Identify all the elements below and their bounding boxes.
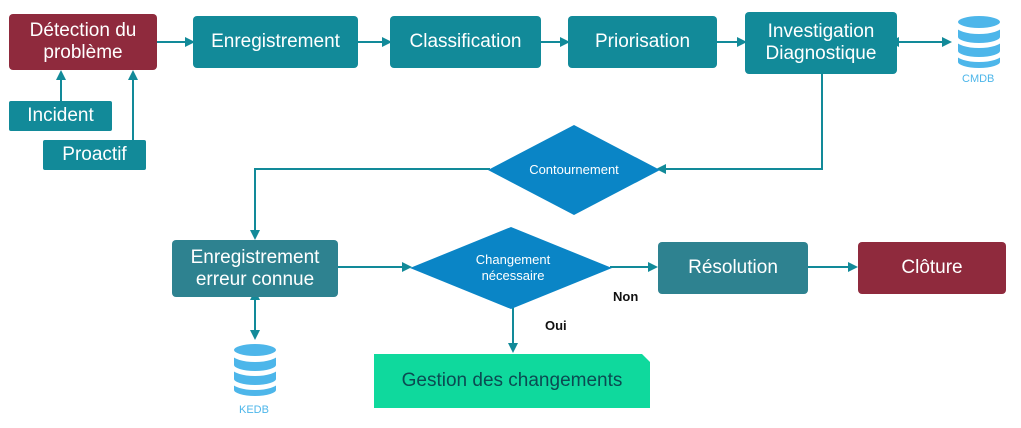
node-enregistrement-label: Enregistrement: [211, 31, 340, 52]
decision-changement-label: Changement nécessaire: [475, 252, 551, 283]
node-priorisation[interactable]: Priorisation: [568, 16, 717, 68]
node-enregistrement-erreur[interactable]: Enregistrement erreur connue: [172, 240, 338, 297]
cmdb-label: CMDB: [962, 73, 995, 85]
node-investigation-label: Investigation Diagnostique: [765, 21, 877, 64]
edge-label-oui: Oui: [545, 318, 567, 333]
arrow-contournement-erreur: [250, 168, 490, 240]
decision-contournement[interactable]: [488, 125, 660, 215]
node-gestion-label: Gestion des changements: [401, 370, 623, 391]
decision-changement[interactable]: [410, 227, 612, 309]
node-incident-label: Incident: [27, 105, 94, 126]
node-detection[interactable]: Détection du problème: [9, 14, 157, 70]
node-resolution-label: Résolution: [688, 257, 778, 278]
kedb-label: KEDB: [239, 404, 269, 416]
node-gestion[interactable]: Gestion des changements: [374, 354, 650, 408]
kedb-database-icon: [232, 342, 278, 398]
arrow-investigation-contournement: [656, 74, 823, 174]
node-proactif[interactable]: Proactif: [43, 140, 146, 170]
decision-contournement-label: Contournement: [529, 162, 619, 177]
node-enregistrement-erreur-label: Enregistrement erreur connue: [190, 246, 320, 290]
node-enregistrement[interactable]: Enregistrement: [193, 16, 358, 68]
node-gestion-shape: [374, 354, 650, 408]
node-incident[interactable]: Incident: [9, 101, 112, 131]
node-cloture[interactable]: Clôture: [858, 242, 1006, 294]
node-resolution[interactable]: Résolution: [658, 242, 808, 294]
edge-label-non: Non: [613, 289, 639, 304]
node-classification-label: Classification: [409, 31, 522, 52]
node-proactif-label: Proactif: [62, 144, 127, 165]
node-cloture-label: Clôture: [901, 257, 963, 278]
cmdb-database-icon: [956, 14, 1002, 70]
node-classification[interactable]: Classification: [390, 16, 541, 68]
node-priorisation-label: Priorisation: [594, 31, 691, 52]
node-detection-label: Détection du problème: [29, 20, 137, 63]
node-investigation[interactable]: Investigation Diagnostique: [745, 12, 897, 74]
